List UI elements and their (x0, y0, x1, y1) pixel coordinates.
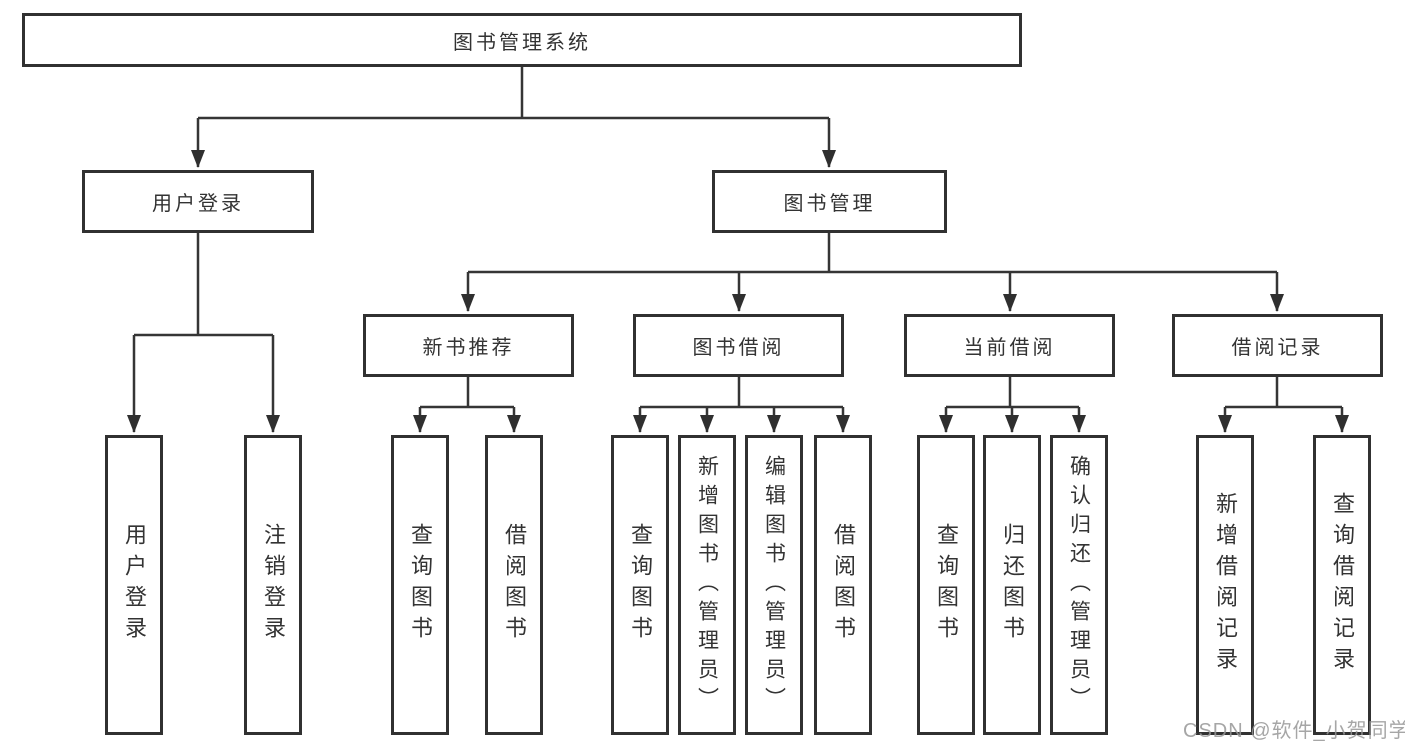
node-leaf-return-books: 归还图书 (983, 435, 1041, 735)
node-leaf-query-books-current: 查询图书 (917, 435, 975, 735)
node-leaf-edit-books-admin: 编辑图书（管理员） (745, 435, 803, 735)
node-leaf-logout: 注销登录 (244, 435, 302, 735)
node-user-login: 用户登录 (82, 170, 314, 233)
node-library-system-label: 图书管理系统 (453, 31, 591, 54)
node-borrowing-records: 借阅记录 (1172, 314, 1383, 377)
node-leaf-return-books-label: 归还图书 (1000, 523, 1025, 647)
node-book-borrowing: 图书借阅 (633, 314, 844, 377)
node-leaf-borrow-books-recommend-label: 借阅图书 (502, 523, 527, 647)
node-library-system: 图书管理系统 (22, 13, 1022, 67)
node-current-borrowing: 当前借阅 (904, 314, 1115, 377)
node-current-borrowing-label: 当前借阅 (963, 337, 1056, 359)
node-user-login-label: 用户登录 (152, 193, 244, 215)
node-leaf-edit-books-admin-label: 编辑图书（管理员） (762, 454, 786, 716)
node-leaf-query-borrow-record-label: 查询借阅记录 (1330, 492, 1355, 678)
node-leaf-user-login-label: 用户登录 (122, 523, 147, 647)
node-leaf-query-borrow-record: 查询借阅记录 (1313, 435, 1371, 735)
node-new-book-recommend-label: 新书推荐 (422, 337, 515, 359)
node-leaf-query-books-borrowing-label: 查询图书 (628, 523, 653, 647)
node-book-management-label: 图书管理 (783, 193, 876, 215)
node-leaf-confirm-return-admin: 确认归还（管理员） (1050, 435, 1108, 735)
node-book-borrowing-label: 图书借阅 (692, 337, 785, 359)
node-leaf-add-borrow-record-label: 新增借阅记录 (1213, 492, 1238, 678)
node-leaf-add-books-admin-label: 新增图书（管理员） (695, 454, 719, 716)
node-leaf-borrow-books-label: 借阅图书 (831, 523, 856, 647)
node-leaf-query-books-current-label: 查询图书 (934, 523, 959, 647)
node-book-management: 图书管理 (712, 170, 947, 233)
node-leaf-add-books-admin: 新增图书（管理员） (678, 435, 736, 735)
node-leaf-logout-label: 注销登录 (261, 523, 286, 647)
node-leaf-borrow-books-recommend: 借阅图书 (485, 435, 543, 735)
node-leaf-confirm-return-admin-label: 确认归还（管理员） (1067, 454, 1091, 716)
node-leaf-user-login: 用户登录 (105, 435, 163, 735)
node-leaf-borrow-books: 借阅图书 (814, 435, 872, 735)
node-leaf-query-books-recommend: 查询图书 (391, 435, 449, 735)
node-new-book-recommend: 新书推荐 (363, 314, 574, 377)
node-leaf-add-borrow-record: 新增借阅记录 (1196, 435, 1254, 735)
watermark-text: CSDN @软件_小贺同学 (1183, 720, 1405, 742)
node-borrowing-records-label: 借阅记录 (1231, 337, 1324, 359)
node-leaf-query-books-borrowing: 查询图书 (611, 435, 669, 735)
node-leaf-query-books-recommend-label: 查询图书 (408, 523, 433, 647)
